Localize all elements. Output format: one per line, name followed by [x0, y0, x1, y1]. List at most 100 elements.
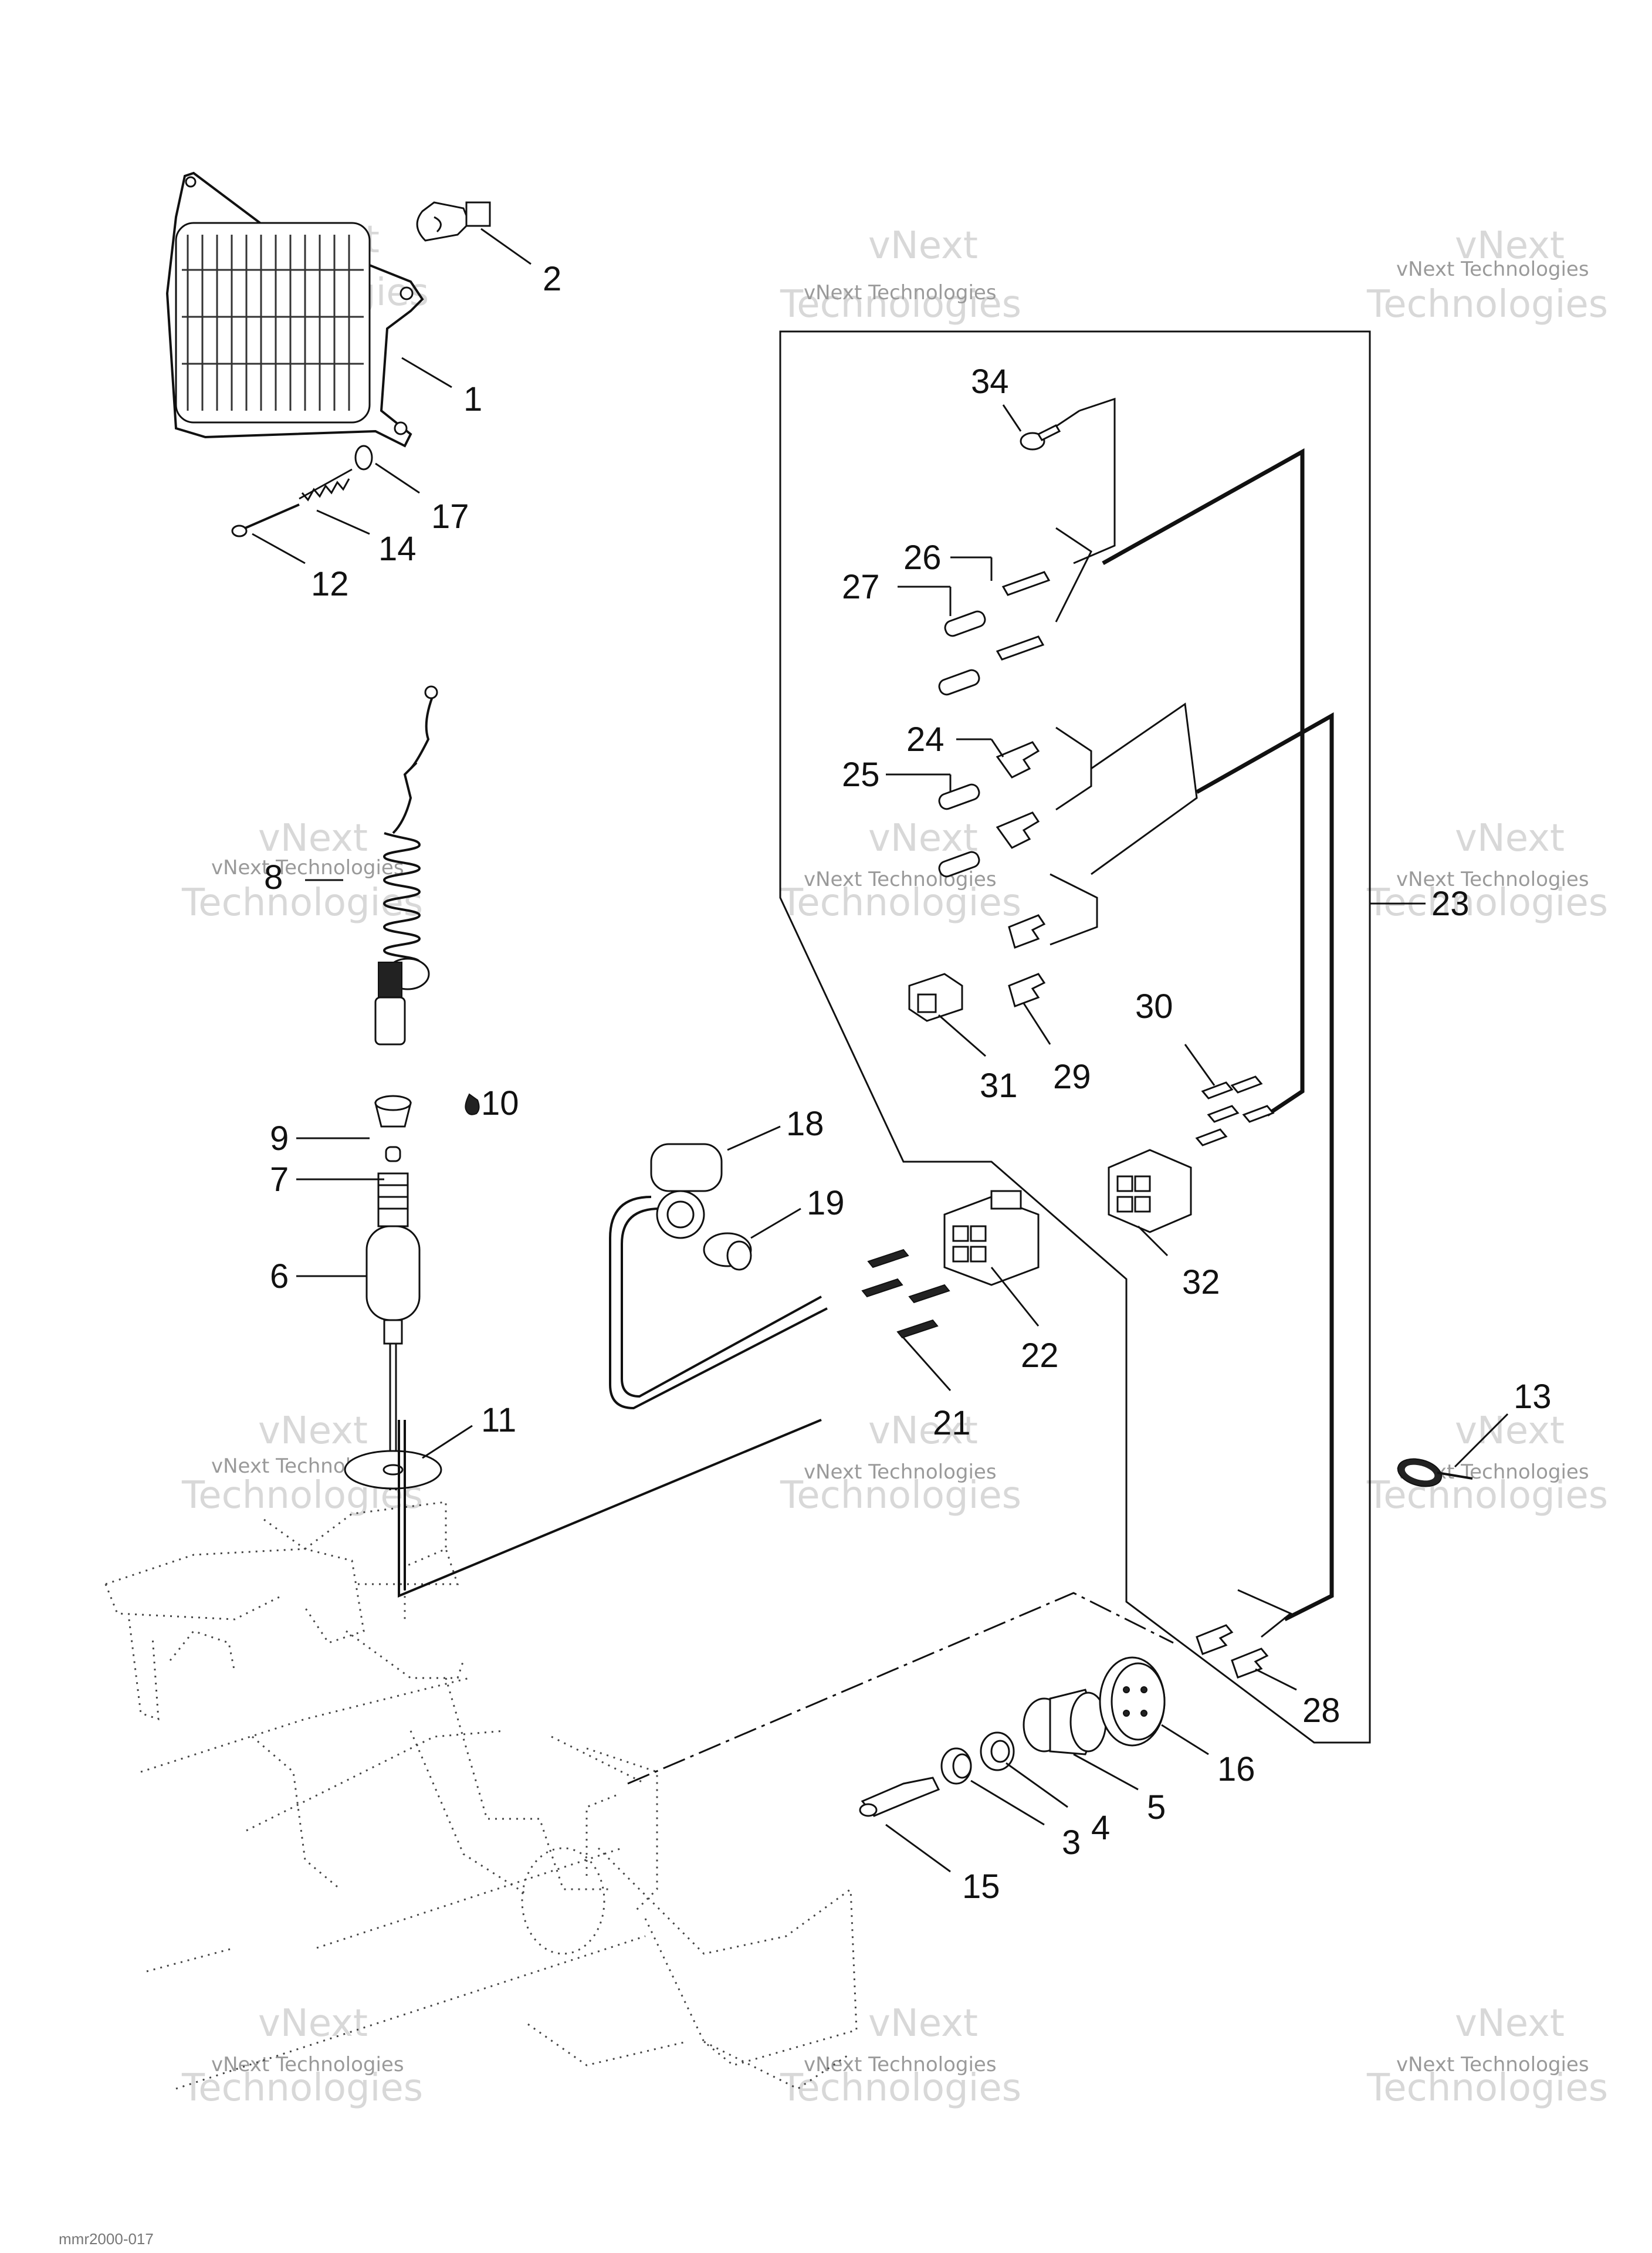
housing-31: [908, 973, 986, 1057]
watermark-low-middle: vNext Technologies vNext Technologies: [780, 1409, 1021, 1517]
callout-27: 27: [842, 568, 880, 606]
callout-15: 15: [962, 1868, 1000, 1906]
svg-text:vNext: vNext: [1455, 224, 1565, 268]
svg-text:vNext: vNext: [1455, 2002, 1565, 2045]
callout-8: 8: [264, 858, 283, 897]
oil-drop-icon: [465, 1093, 480, 1115]
ignition-switch-5: [1023, 1689, 1139, 1791]
screw-washer-spring: [231, 445, 373, 537]
harness-brackets: [1044, 397, 1292, 1638]
callout-11: 11: [481, 1401, 516, 1439]
ignition-switch-assembly: [344, 1095, 442, 1490]
watermarks: vNext Technologies vNext Technologies vN…: [181, 218, 1608, 2110]
callout-12: 12: [311, 565, 349, 603]
connector-16: [1099, 1656, 1209, 1755]
callout-23: 23: [1431, 885, 1470, 923]
svg-text:vNext: vNext: [868, 1409, 978, 1453]
svg-text:vNext: vNext: [1455, 817, 1565, 860]
callout-31: 31: [980, 1067, 1018, 1105]
callout-21: 21: [933, 1404, 971, 1442]
svg-text:vNext Technologies: vNext Technologies: [1396, 868, 1589, 891]
svg-text:vNext: vNext: [258, 2002, 368, 2045]
svg-text:Technologies: Technologies: [1366, 283, 1608, 326]
housing-32: [1108, 1149, 1192, 1257]
terminals-21: [861, 1249, 952, 1391]
cable-tie-13: [1397, 1413, 1509, 1487]
watermark-mid-middle: vNext Technologies vNext Technologies: [780, 817, 1021, 925]
svg-text:vNext Technologies: vNext Technologies: [804, 868, 997, 891]
svg-text:vNext: vNext: [258, 1409, 368, 1453]
callout-14: 14: [378, 530, 417, 568]
callout-3: 3: [1062, 1824, 1081, 1862]
key-15: [859, 1777, 951, 1873]
svg-text:Technologies: Technologies: [780, 283, 1021, 326]
svg-text:vNext Technologies: vNext Technologies: [211, 856, 404, 879]
terminals-28: [1196, 1624, 1297, 1691]
svg-text:Technologies: Technologies: [780, 881, 1021, 925]
callout-24: 24: [906, 720, 945, 759]
callout-34: 34: [971, 363, 1009, 401]
callout-22: 22: [1021, 1337, 1059, 1375]
callout-labels: 1 2 17 14 12 8 9 10 7 6 11 18 19 22 21 3…: [264, 260, 1552, 1906]
svg-text:vNext: vNext: [868, 2002, 978, 2045]
svg-text:Technologies: Technologies: [780, 1474, 1021, 1517]
nut-4: [980, 1731, 1068, 1808]
callout-6: 6: [270, 1257, 289, 1295]
svg-text:vNext: vNext: [868, 817, 978, 860]
bullet-terminals-24-25: [886, 738, 1040, 878]
callout-1: 1: [463, 380, 482, 418]
bulb: [416, 201, 491, 242]
headlight-assembly: [165, 171, 424, 448]
callout-28: 28: [1302, 1692, 1340, 1730]
stop-switch-cable: [398, 1125, 828, 1598]
figure-code: mmr2000-017: [59, 2230, 154, 2248]
svg-text:vNext Technologies: vNext Technologies: [1396, 2053, 1589, 2076]
ring-terminal-34: [1002, 404, 1061, 451]
callout-29: 29: [1053, 1058, 1091, 1096]
callout-32: 32: [1182, 1263, 1220, 1301]
callout-16: 16: [1217, 1750, 1255, 1788]
bezel-3: [940, 1747, 1045, 1826]
svg-text:Technologies: Technologies: [1366, 2066, 1608, 2110]
connector-22: [943, 1190, 1040, 1327]
svg-text:Technologies: Technologies: [181, 881, 423, 925]
callout-2: 2: [543, 260, 561, 298]
svg-text:vNext: vNext: [258, 817, 368, 860]
watermark-mid-left: vNext Technologies vNext Technologies: [181, 817, 423, 925]
callout-25: 25: [842, 756, 880, 794]
dash-dot-guide: [627, 1592, 1174, 1785]
callout-10: 10: [481, 1084, 519, 1122]
svg-text:vNext Technologies: vNext Technologies: [804, 2053, 997, 2076]
svg-text:vNext Technologies: vNext Technologies: [804, 1460, 997, 1484]
callout-7: 7: [270, 1161, 289, 1199]
watermark-top-right: vNext Technologies vNext Technologies: [1366, 224, 1608, 326]
callout-26: 26: [903, 539, 942, 577]
callout-4: 4: [1091, 1809, 1110, 1847]
lubricant-drop: [465, 1093, 480, 1115]
svg-text:Technologies: Technologies: [181, 2066, 423, 2110]
svg-text:vNext Technologies: vNext Technologies: [1396, 258, 1589, 281]
callout-18: 18: [786, 1105, 824, 1143]
harness-outline: [779, 330, 1371, 1744]
callout-5: 5: [1147, 1788, 1166, 1826]
watermark-bottom-middle: vNext Technologies vNext Technologies: [780, 2002, 1021, 2110]
vehicle-frame: [104, 1501, 858, 2090]
watermark-bottom-left: vNext Technologies vNext Technologies: [181, 2002, 423, 2110]
callout-9: 9: [270, 1119, 289, 1158]
svg-text:Technologies: Technologies: [780, 2066, 1021, 2110]
callout-30: 30: [1135, 987, 1173, 1026]
svg-text:vNext Technologies: vNext Technologies: [804, 281, 997, 305]
bullet-terminals-26-27: [898, 556, 1051, 696]
svg-text:vNext: vNext: [1455, 1409, 1565, 1453]
watermark-bottom-right: vNext Technologies vNext Technologies: [1366, 2002, 1608, 2110]
callout-17: 17: [431, 498, 469, 536]
tether-cord: [374, 685, 438, 1046]
svg-text:vNext Technologies: vNext Technologies: [211, 2053, 404, 2076]
male-terminals-30: [1184, 1044, 1275, 1146]
leader-lines-switch: [296, 879, 473, 1459]
harness-wires: [1102, 448, 1334, 1622]
callout-13: 13: [1514, 1378, 1552, 1416]
watermark-top-middle: vNext Technologies vNext Technologies: [780, 224, 1021, 326]
svg-text:vNext: vNext: [868, 224, 978, 268]
